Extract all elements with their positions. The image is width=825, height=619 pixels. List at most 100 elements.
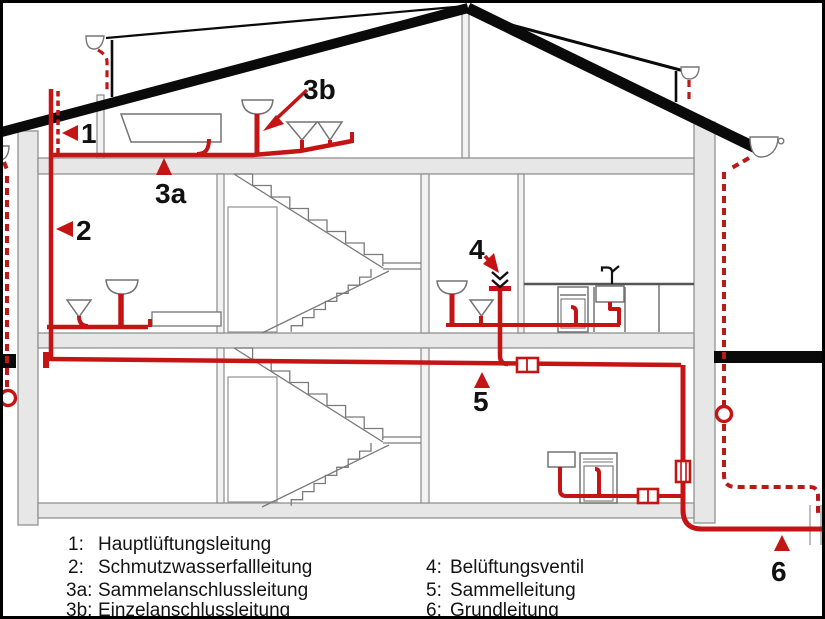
stair-landing bbox=[383, 436, 421, 444]
pipe-basement-drop bbox=[680, 365, 825, 532]
callout-labels: 1 2 3a 3b 4 5 6 bbox=[76, 74, 787, 587]
fixtures bbox=[65, 99, 694, 504]
legend-right-column: 4: Belüftungsventil 5: Sammelleitung 6: … bbox=[426, 557, 584, 619]
stairwell-wall-left-upper bbox=[216, 173, 225, 334]
stair-steps-upper-flight bbox=[234, 173, 384, 266]
legend-label: Einzelanschlussleitung bbox=[98, 600, 290, 619]
right-edge-shaft bbox=[809, 505, 822, 545]
right-exterior-wall bbox=[693, 121, 716, 524]
callout-arrow-4 bbox=[483, 253, 499, 273]
bath-bench bbox=[151, 311, 222, 327]
roof-verge-left bbox=[105, 4, 467, 40]
roof-left-slope bbox=[0, 3, 470, 138]
stair-stringer-upper bbox=[233, 347, 384, 443]
rainwater-pipes bbox=[2, 48, 820, 514]
inspection-fitting-icon bbox=[674, 459, 692, 484]
legend-num: 6: bbox=[426, 600, 442, 619]
pipe-collector bbox=[47, 356, 682, 368]
doors bbox=[227, 206, 278, 503]
stairwell-wall-right-lower bbox=[420, 347, 430, 504]
left-exterior-wall bbox=[17, 130, 39, 526]
pipe-valve-stack bbox=[497, 291, 509, 367]
door-upper-floor bbox=[227, 206, 278, 333]
legend-num: 3a: bbox=[66, 580, 92, 601]
pipe-tub-drain bbox=[196, 138, 211, 156]
building-structure bbox=[17, 8, 716, 526]
attic-floor-slab bbox=[37, 157, 695, 175]
washbasin-bath bbox=[105, 279, 139, 295]
callout-4: 4 bbox=[469, 234, 485, 265]
gutter-icon bbox=[680, 66, 700, 80]
faucet-stem bbox=[600, 266, 614, 284]
stair-landing bbox=[383, 262, 421, 270]
washbasin-attic bbox=[241, 99, 274, 115]
ground-marker-icon bbox=[714, 351, 825, 363]
legend-label: Sammelleitung bbox=[450, 580, 576, 601]
legend-label: Schmutzwasserfallleitung bbox=[98, 557, 312, 578]
cleanout-circles bbox=[0, 388, 734, 424]
stairwell-wall-left-lower bbox=[216, 347, 225, 504]
stair-steps-lower-flight bbox=[290, 269, 372, 332]
stair-steps-lower-flight bbox=[290, 443, 372, 506]
callout-5: 5 bbox=[473, 386, 489, 417]
kitchen-sink bbox=[595, 285, 625, 303]
kitchen-wall bbox=[517, 173, 525, 334]
callout-arrow-3a bbox=[156, 158, 172, 175]
staircase-upper bbox=[233, 173, 421, 334]
stair-stringer-lower bbox=[261, 270, 390, 334]
stair-stringer-upper bbox=[233, 173, 384, 269]
pipe-sink-drain bbox=[608, 302, 621, 325]
rain-downpipe-left bbox=[2, 161, 10, 388]
stair-stringer-lower bbox=[261, 444, 390, 508]
callout-3a: 3a bbox=[155, 178, 187, 209]
cleanout-circle-icon bbox=[714, 404, 734, 424]
door-basement bbox=[227, 376, 278, 503]
funnel-fixture-bath bbox=[65, 299, 93, 319]
attic-wall-center bbox=[461, 8, 470, 159]
callout-6: 6 bbox=[771, 556, 787, 587]
callout-arrows bbox=[56, 88, 790, 551]
callout-arrow-6 bbox=[774, 535, 790, 551]
legend-label: Sammelanschlussleitung bbox=[98, 580, 308, 601]
inspection-fitting-icon bbox=[515, 356, 540, 374]
ground-floor-slab bbox=[37, 332, 695, 349]
rain-downpipe-right bbox=[722, 156, 820, 514]
funnel-fixture-middle bbox=[468, 299, 495, 318]
inspection-fitting-icon bbox=[636, 487, 660, 505]
arrow-head bbox=[263, 115, 284, 131]
valve-chevron bbox=[491, 271, 509, 281]
callout-arrow-1 bbox=[62, 125, 78, 141]
pipe-dishwasher-standpipe bbox=[570, 305, 578, 326]
laundry-sink-box bbox=[547, 451, 576, 468]
arrow-head bbox=[483, 253, 499, 273]
funnel-fixture-attic-2 bbox=[316, 121, 344, 142]
callout-arrow-2 bbox=[56, 221, 73, 237]
legend-num: 1: bbox=[68, 534, 84, 555]
legend-num: 5: bbox=[426, 580, 442, 601]
callout-arrow-3b bbox=[263, 88, 309, 131]
callout-arrow-5 bbox=[474, 372, 490, 388]
rain-downpipe-far-left bbox=[97, 48, 109, 92]
pipe-washer-drain bbox=[594, 467, 601, 496]
gutter-icon bbox=[85, 35, 105, 50]
pipe-fittings bbox=[515, 356, 692, 505]
callout-2: 2 bbox=[76, 215, 92, 246]
washbasin-middle bbox=[436, 280, 468, 295]
funnel-fixture-attic-1 bbox=[285, 121, 319, 142]
faucet-icon bbox=[600, 265, 620, 284]
legend-label: Belüftungsventil bbox=[450, 557, 584, 578]
legend: 1: Hauptlüftungsleitung 2: Schmutzwasser… bbox=[66, 534, 584, 619]
vent-valve-icon bbox=[491, 271, 509, 289]
gutter-bead bbox=[777, 137, 785, 145]
legend-label: Hauptlüftungsleitung bbox=[98, 534, 271, 555]
waste-pipes bbox=[43, 89, 825, 532]
stairwell-wall-right-upper bbox=[420, 173, 430, 334]
pipe-funnel-drain-bath bbox=[77, 315, 89, 328]
fitting-body bbox=[674, 459, 692, 484]
gutters bbox=[0, 35, 785, 161]
legend-left-column: 1: Hauptlüftungsleitung 2: Schmutzwasser… bbox=[66, 534, 312, 619]
gutter-icon bbox=[749, 136, 779, 158]
